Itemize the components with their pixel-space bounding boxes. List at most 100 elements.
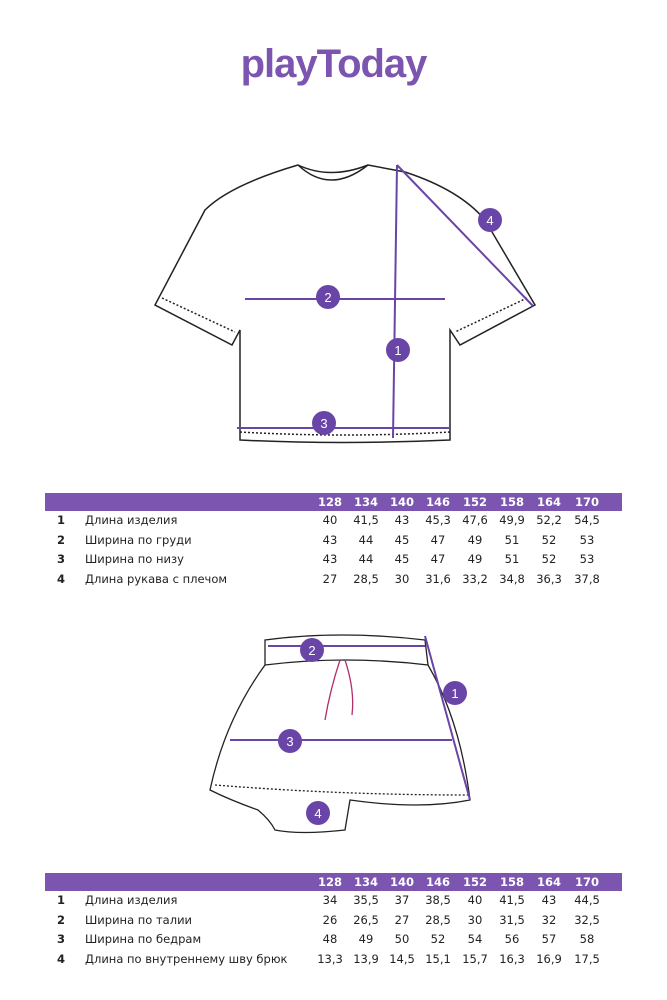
shorts-measure-lines (230, 635, 471, 801)
size-value: 36,3 (536, 571, 562, 586)
size-header: 128 (317, 495, 342, 509)
svg-text:2: 2 (324, 290, 331, 305)
marker-3 (312, 411, 336, 435)
size-header: 164 (536, 495, 561, 509)
size-header: 134 (353, 495, 378, 509)
row-label: Длина по внутреннему шву брюк (85, 951, 288, 966)
size-value: 43 (322, 532, 338, 547)
marker-1 (386, 338, 410, 362)
size-value: 31,6 (425, 571, 451, 586)
svg-text:4: 4 (314, 806, 321, 821)
size-value: 13,3 (317, 951, 343, 966)
size-value: 51 (504, 552, 520, 566)
svg-text:3: 3 (286, 734, 293, 749)
size-value: 31,5 (499, 912, 525, 927)
svg-text:1: 1 (451, 686, 458, 701)
size-header: 170 (574, 875, 599, 889)
svg-text:3: 3 (320, 416, 327, 431)
size-value: 44,5 (574, 893, 600, 907)
size-value: 45,3 (425, 513, 451, 527)
row-number: 4 (57, 951, 66, 966)
marker-2 (300, 638, 324, 662)
size-value: 38,5 (425, 893, 451, 907)
size-value: 53 (579, 552, 595, 566)
marker-3 (278, 729, 302, 753)
size-header: 146 (425, 495, 450, 509)
row-label: Ширина по груди (85, 532, 192, 547)
brand-logo: playToday (240, 42, 428, 86)
row-label: Длина изделия (85, 893, 178, 907)
size-header: 158 (499, 495, 524, 509)
size-value: 43 (394, 513, 410, 527)
size-value: 53 (579, 532, 595, 547)
size-value: 44 (358, 552, 374, 566)
size-value: 56 (504, 932, 520, 946)
tshirt-measure-lines (237, 164, 534, 439)
size-value: 28,5 (425, 912, 451, 927)
size-value: 43 (322, 552, 338, 566)
row-number: 1 (57, 893, 66, 907)
marker-1 (443, 681, 467, 705)
size-value: 34 (322, 893, 338, 907)
size-value: 49 (467, 552, 483, 566)
size-value: 37,8 (574, 571, 600, 586)
tshirt-drawing (153, 164, 537, 444)
size-value: 45 (394, 532, 410, 547)
shorts-markers: 1 2 3 4 (278, 638, 467, 825)
svg-text:2: 2 (308, 643, 315, 658)
size-value: 37 (394, 893, 410, 907)
row-number: 2 (57, 532, 66, 547)
size-value: 40 (322, 513, 338, 527)
size-value: 16,3 (499, 951, 525, 966)
size-value: 57 (541, 932, 557, 946)
size-value: 58 (579, 932, 595, 946)
marker-4 (306, 801, 330, 825)
size-value: 40 (467, 893, 483, 907)
size-value: 50 (394, 932, 410, 946)
size-value: 54 (467, 932, 483, 946)
size-value: 27 (322, 571, 338, 586)
size-value: 49 (467, 532, 483, 547)
size-value: 35,5 (353, 893, 379, 907)
size-value: 54,5 (574, 513, 600, 527)
size-header: 158 (499, 875, 524, 889)
row-number: 1 (57, 513, 66, 527)
size-value: 34,8 (499, 571, 525, 586)
svg-text:1: 1 (394, 343, 401, 358)
size-header: 134 (353, 875, 378, 889)
row-number: 2 (57, 912, 66, 927)
size-value: 45 (394, 552, 410, 566)
size-value: 47,6 (462, 513, 488, 527)
row-number: 3 (57, 552, 66, 566)
size-value: 26,5 (353, 912, 379, 927)
size-value: 52 (541, 532, 557, 547)
row-label: Ширина по бедрам (85, 932, 202, 946)
row-label: Длина изделия (85, 513, 178, 527)
size-value: 32,5 (574, 912, 600, 927)
row-number: 3 (57, 932, 66, 946)
size-header: 140 (389, 875, 414, 889)
size-value: 51 (504, 532, 520, 547)
size-value: 15,1 (425, 951, 451, 966)
size-header: 170 (574, 495, 599, 509)
size-header: 164 (536, 875, 561, 889)
svg-text:4: 4 (486, 213, 493, 228)
row-label: Ширина по низу (85, 552, 184, 566)
size-header: 146 (425, 875, 450, 889)
size-value: 30 (467, 912, 483, 927)
size-value: 52 (541, 552, 557, 566)
size-value: 33,2 (462, 571, 488, 586)
